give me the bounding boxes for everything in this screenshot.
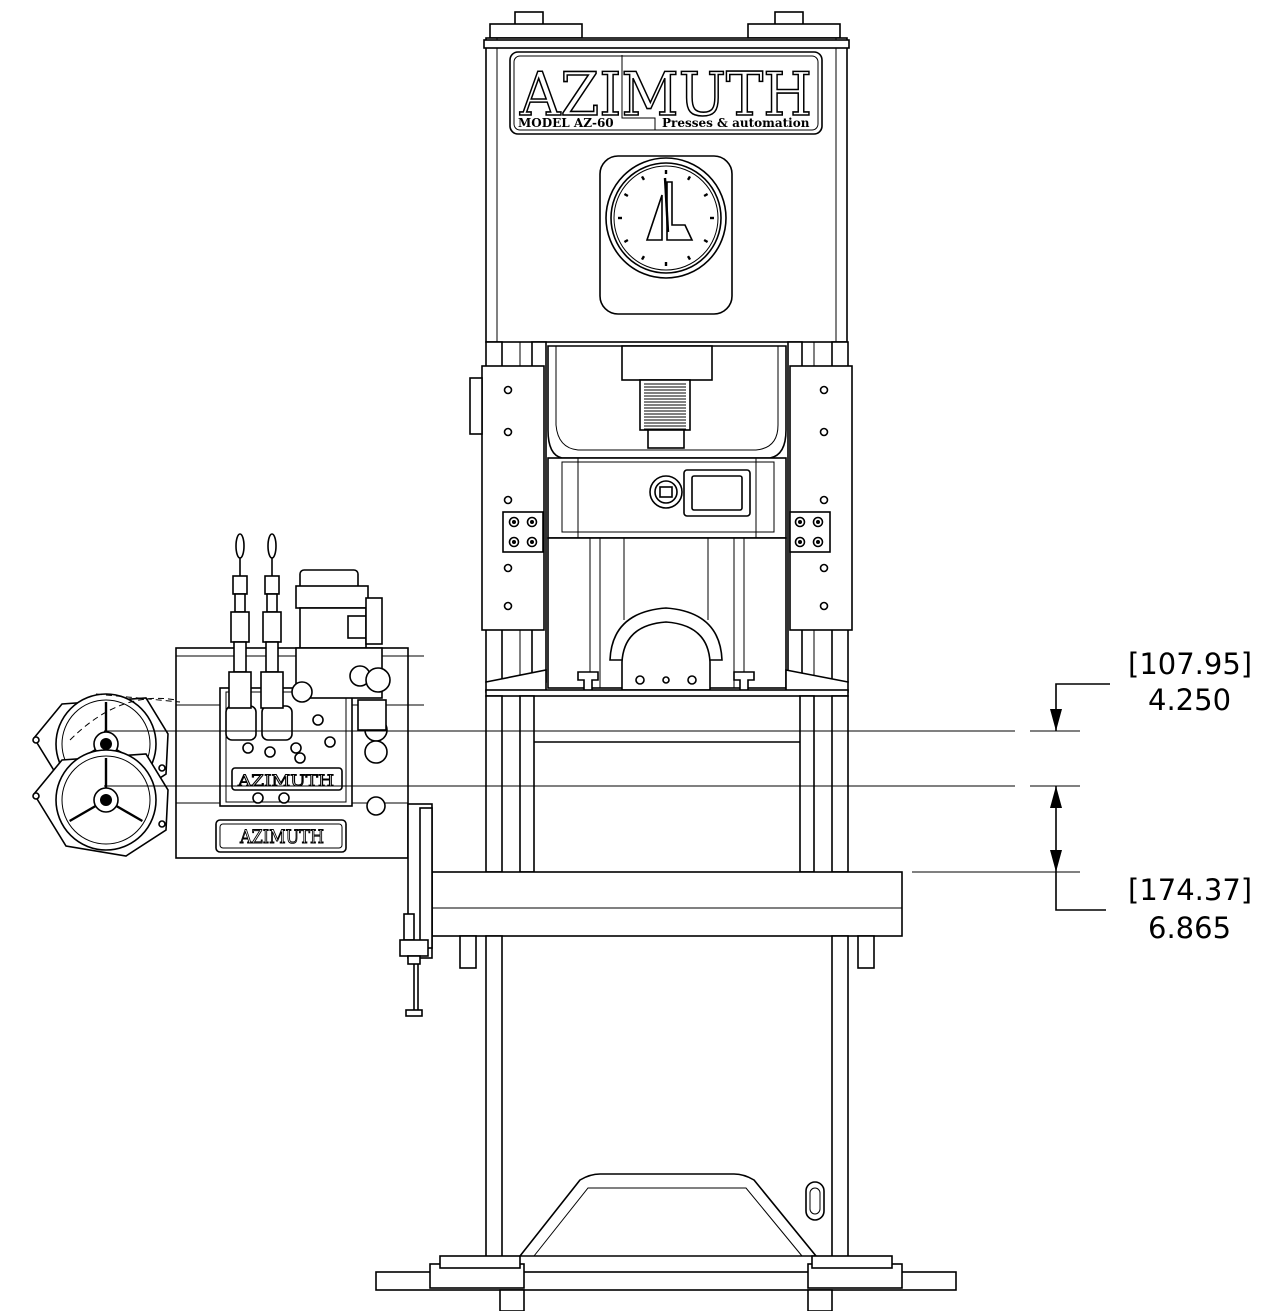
upper-dimension-metric: [107.95]: [1128, 647, 1252, 681]
feeder-logo-brand: AZIMUTH: [239, 826, 324, 848]
logo-brand: AZIMUTH: [519, 60, 812, 130]
upper-dimension-imperial: 4.250: [1148, 683, 1231, 717]
logo-model: MODEL AZ-60: [518, 116, 614, 130]
logo-plate: AZIMUTH MODEL AZ-60 Presses & automation: [509, 51, 823, 135]
lower-dimension-imperial: 6.865: [1148, 911, 1231, 945]
servo-feeder: AZIMUTH AZIMUTH: [32, 533, 433, 1017]
logo-tagline: Presses & automation: [662, 116, 810, 130]
lower-dimension-metric: [174.37]: [1128, 873, 1252, 907]
press-frame: [375, 341, 957, 1311]
dimension-lines: [107.95] 4.250 [174.37] 6.865: [104, 647, 1252, 945]
tonnage-dial: [599, 155, 733, 315]
manifold-logo: AZIMUTH: [237, 771, 334, 790]
